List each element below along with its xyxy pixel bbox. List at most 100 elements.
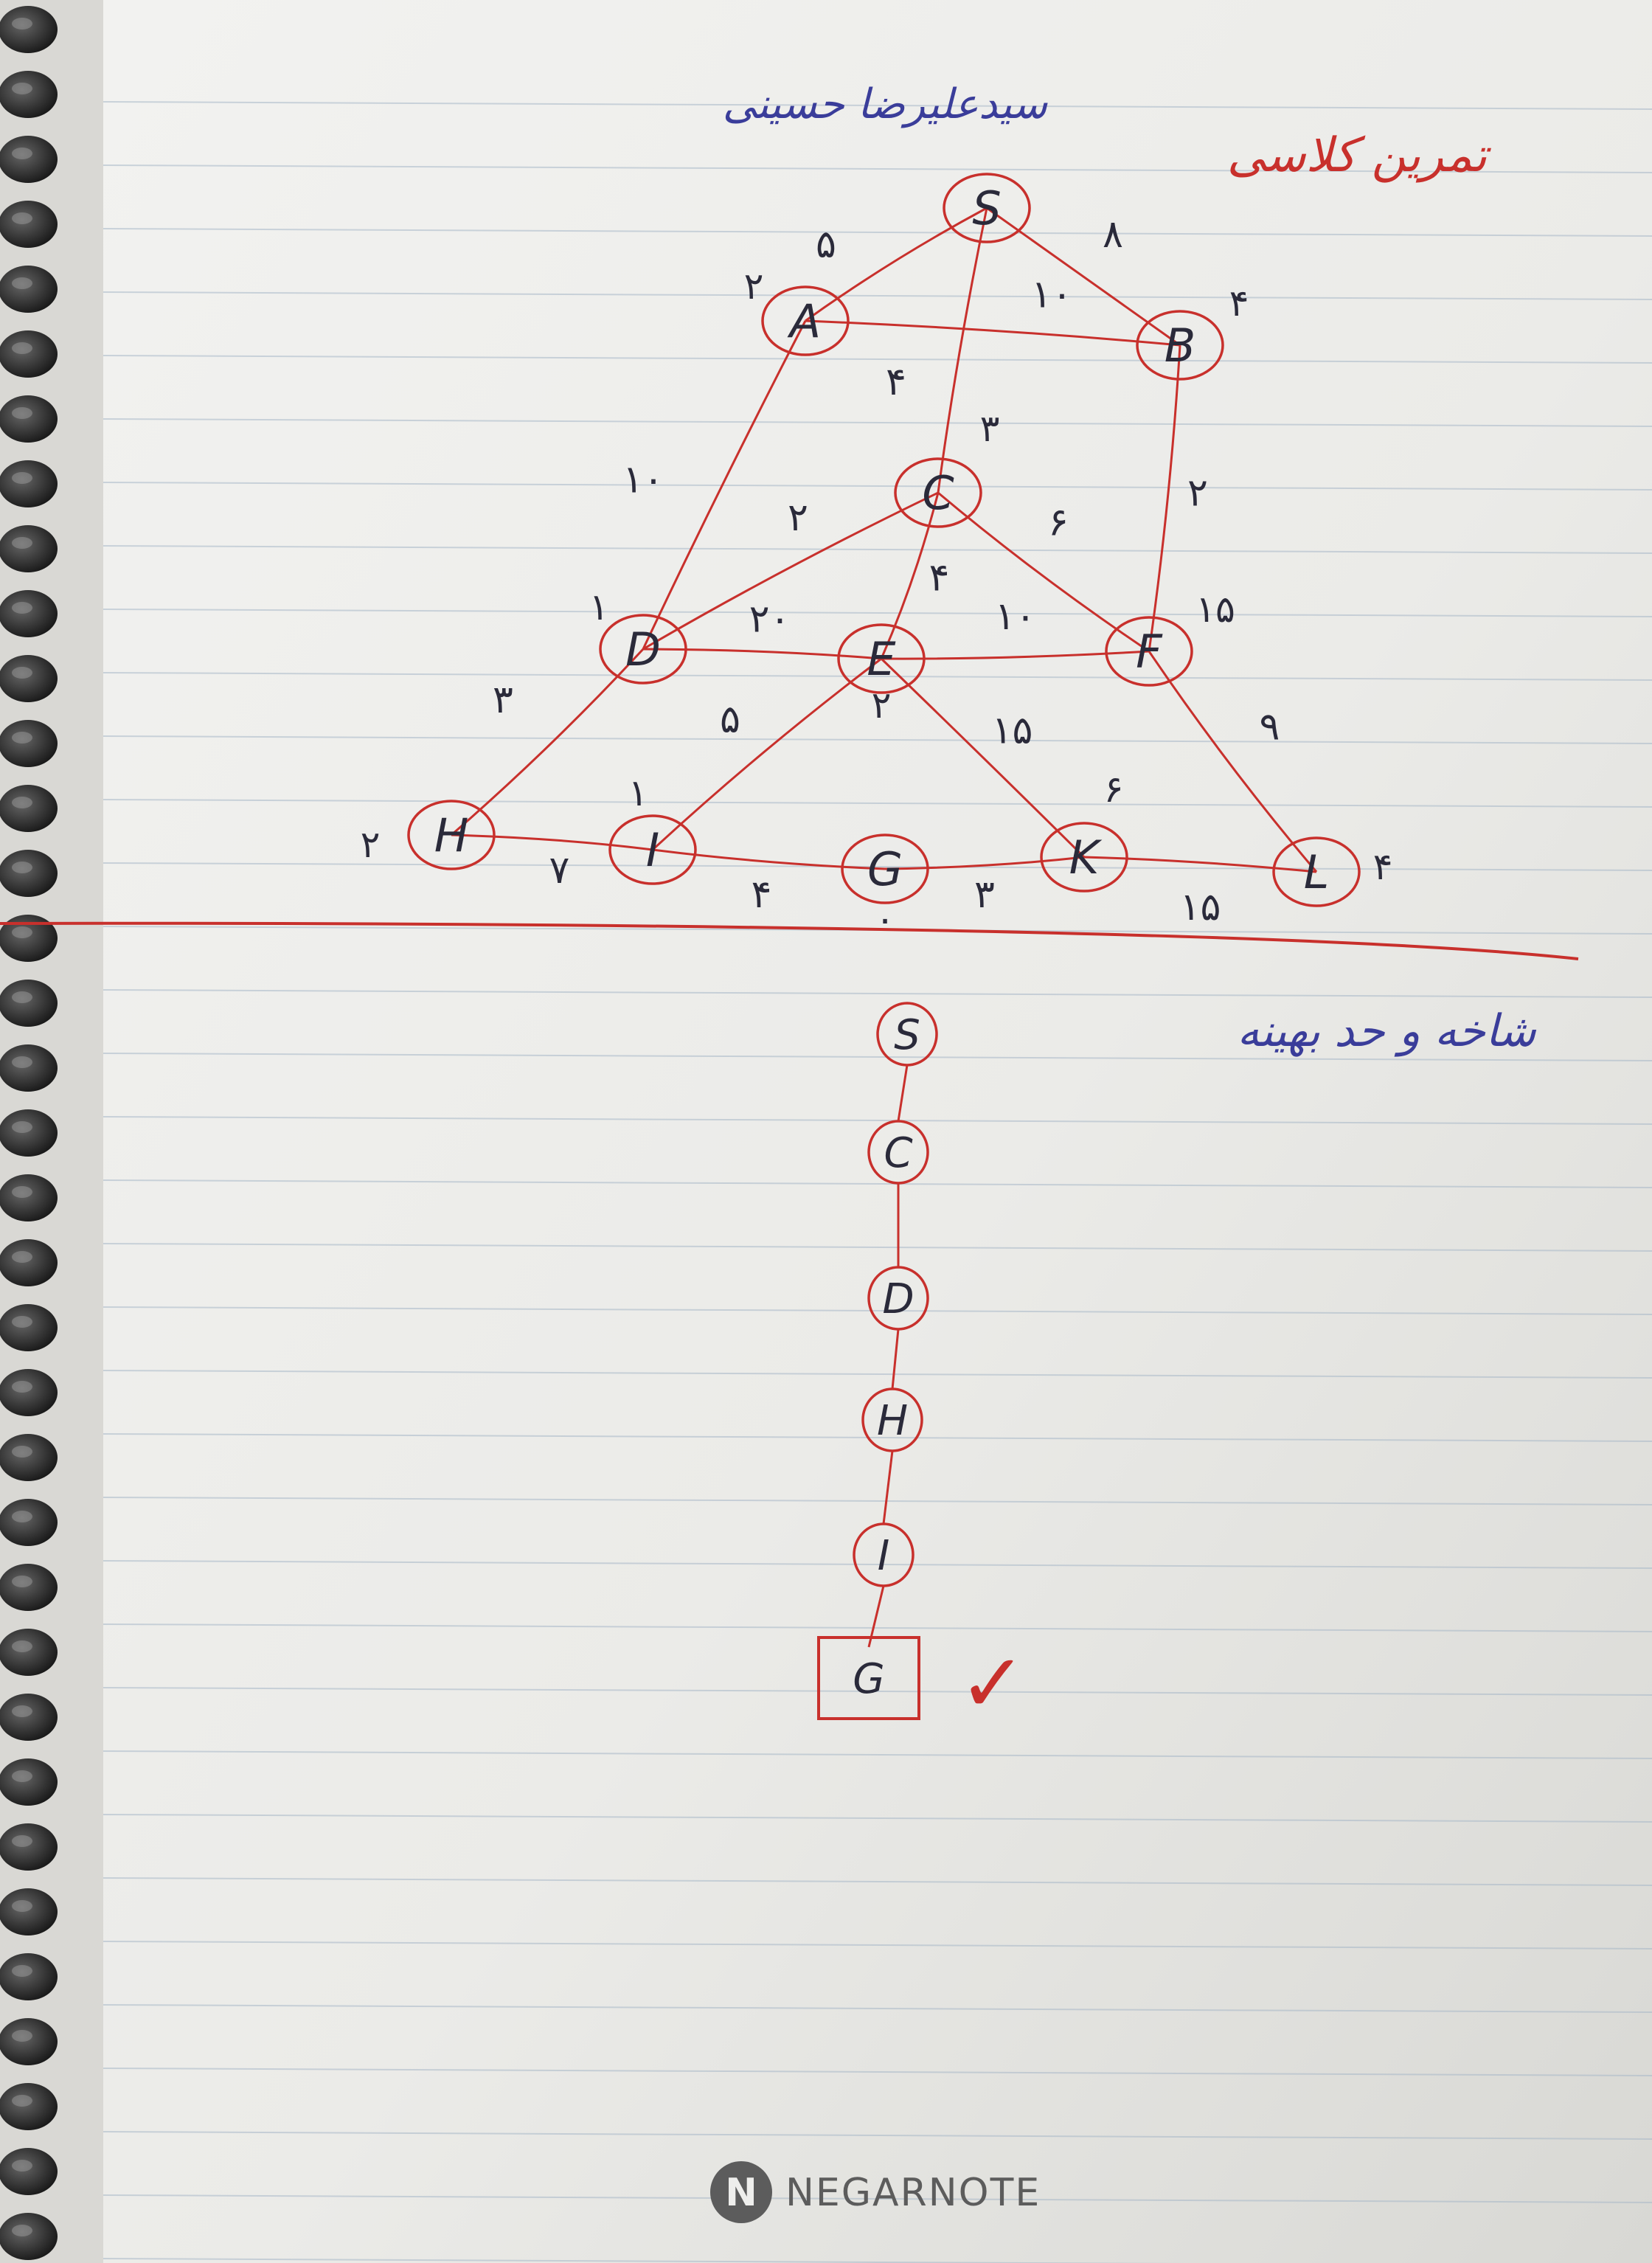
edge-weight-C-F: ۶	[1048, 501, 1069, 545]
rule-line	[103, 1687, 1652, 1696]
rule-line	[103, 228, 1652, 237]
rule-line	[103, 1941, 1652, 1950]
rule-line	[103, 862, 1652, 871]
spiral-ring	[0, 1888, 58, 1935]
node-D: D	[599, 614, 687, 685]
node-K-label: K	[1069, 831, 1103, 884]
tree-node-D-label: D	[882, 1275, 914, 1323]
edge-weight-D-E: ۲۰	[749, 597, 791, 642]
spiral-ring-highlight	[12, 1835, 32, 1847]
spiral-ring-highlight	[12, 1640, 32, 1652]
spiral-ring	[0, 2083, 58, 2130]
node-H-label: H	[434, 808, 469, 862]
edge-weight-I-G: ۴	[752, 873, 772, 917]
spiral-ring-highlight	[12, 926, 32, 938]
rule-line	[103, 2194, 1652, 2203]
spiral-ring	[0, 720, 58, 767]
spiral-ring-highlight	[12, 1316, 32, 1328]
spiral-ring	[0, 1564, 58, 1611]
spiral-ring-highlight	[12, 2160, 32, 2172]
spiral-ring	[0, 2148, 58, 2195]
spiral-ring-highlight	[12, 991, 32, 1003]
rule-line	[103, 418, 1652, 427]
brand-logo-letter: N	[725, 2171, 757, 2215]
spiral-ring-highlight	[12, 667, 32, 679]
node-F-label: F	[1136, 625, 1163, 679]
edge-B-F	[1148, 344, 1181, 652]
rule-line	[103, 2258, 1188, 2263]
edge-A-B	[805, 319, 1181, 347]
spiral-ring	[0, 266, 58, 313]
node-L-label: L	[1304, 845, 1330, 899]
rule-line	[103, 672, 1652, 681]
edge-D-H	[451, 648, 645, 836]
spiral-ring	[0, 1174, 58, 1221]
rule-line	[103, 2068, 1652, 2076]
node-L-heuristic: ۴	[1373, 845, 1393, 888]
node-F-heuristic: ۱۵	[1195, 588, 1235, 631]
node-E-heuristic: ۲	[872, 684, 892, 727]
goal-check-mark: ✓	[959, 1636, 1027, 1730]
spiral-ring-highlight	[12, 83, 32, 94]
brand-logo-icon	[710, 2161, 772, 2223]
brand-name: NEGARNOTE	[785, 2171, 1041, 2215]
spiral-ring	[0, 1953, 58, 2000]
spiral-ring-highlight	[12, 2225, 32, 2236]
tree-title: شاخه و حد بهینه	[1237, 1005, 1536, 1057]
node-E-label: E	[867, 632, 896, 686]
node-G-label: G	[867, 842, 903, 896]
edge-weight-C-E: ۴	[929, 556, 950, 600]
spiral-ring-highlight	[12, 2095, 32, 2107]
node-L: L	[1272, 836, 1361, 907]
node-G-heuristic: ۰	[875, 898, 895, 940]
spiral-ring-highlight	[12, 1446, 32, 1458]
edge-E-F	[881, 650, 1150, 660]
exercise-title: تمرین کلاسی	[1227, 128, 1492, 183]
spiral-ring-highlight	[12, 18, 32, 30]
tree-node-C-label: C	[884, 1129, 912, 1177]
edge-S-C	[937, 207, 988, 493]
spiral-ring-highlight	[12, 212, 32, 224]
spiral-ring	[0, 1694, 58, 1741]
spiral-ring	[0, 6, 58, 53]
rule-line	[103, 1179, 1652, 1188]
edge-weight-A-D: ۱۰	[622, 458, 664, 502]
node-C-heuristic: ۳	[980, 407, 1000, 450]
rule-line	[103, 1116, 1652, 1125]
spiral-ring	[0, 330, 58, 378]
node-D-circle	[599, 614, 687, 685]
edge-G-K	[884, 856, 1085, 870]
spiral-ring-highlight	[12, 1900, 32, 1912]
spiral-ring-highlight	[12, 1770, 32, 1782]
spiral-ring	[0, 590, 58, 637]
node-K: K	[1040, 822, 1128, 893]
node-B: B	[1136, 310, 1224, 381]
edge-weight-C-D: ۲	[788, 496, 808, 540]
spiral-ring-highlight	[12, 797, 32, 808]
node-D-label: D	[625, 623, 661, 676]
node-A-circle	[761, 285, 850, 356]
rule-line	[103, 799, 1652, 808]
edge-weight-B-F: ۲	[1187, 471, 1208, 516]
spiral-ring-highlight	[12, 602, 32, 614]
spiral-ring	[0, 2213, 58, 2260]
edge-weight-G-K: ۳	[974, 873, 995, 917]
rule-line	[103, 989, 1652, 998]
node-F-circle	[1105, 616, 1193, 687]
rule-line	[103, 1623, 1652, 1632]
spiral-ring	[0, 136, 58, 183]
node-L-circle	[1272, 836, 1361, 907]
section-divider	[0, 921, 1579, 960]
edge-weight-S-B: ۸	[1103, 212, 1123, 257]
node-H-heuristic: ۲	[361, 823, 381, 866]
spiral-ring-highlight	[12, 277, 32, 289]
node-A-heuristic: ۲	[744, 265, 764, 308]
spiral-ring-highlight	[12, 148, 32, 159]
tree-edge	[882, 1450, 894, 1525]
spiral-ring-highlight	[12, 1705, 32, 1717]
spiral-ring-highlight	[12, 1381, 32, 1393]
spiral-ring	[0, 460, 58, 507]
node-E-circle	[837, 623, 926, 694]
